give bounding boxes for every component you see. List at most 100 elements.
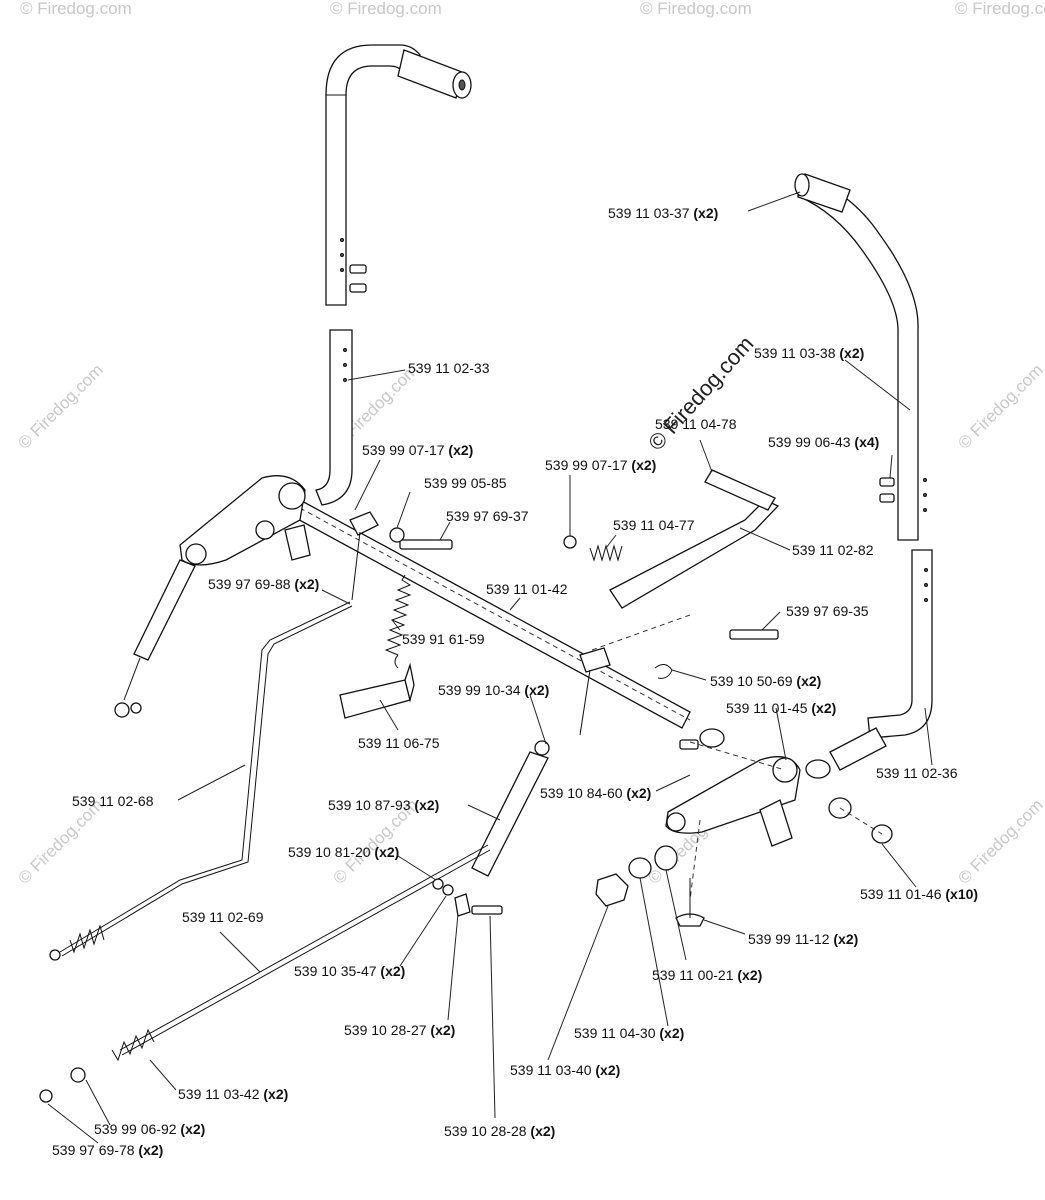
shaft-bushing-2	[805, 759, 831, 779]
watermark-text: © Firedog.com	[20, 0, 132, 18]
shaft-bushing-1	[699, 728, 725, 748]
part-label: 539 97 69-37	[446, 508, 529, 524]
left-damper	[133, 559, 196, 661]
bolt-97-69-35	[729, 629, 779, 640]
rod-11-02-69	[119, 844, 489, 1051]
right-bracket-pivot	[666, 812, 686, 832]
part-label: 539 99 06-43 (x4)	[768, 434, 879, 450]
lever-spring	[589, 544, 623, 562]
right-bracket-bolt	[679, 739, 699, 750]
part-label: 539 91 61-59	[402, 631, 485, 647]
left-lower-tube-holes	[343, 348, 347, 382]
left-bracket-nut	[255, 520, 275, 540]
part-label: 539 11 02-36	[876, 765, 958, 781]
bolt-10-28-28	[471, 905, 503, 915]
left-bracket-hub	[278, 482, 306, 510]
part-label: 539 11 01-46 (x10)	[860, 886, 978, 902]
return-spring	[384, 574, 412, 656]
leader-lines	[47, 191, 933, 1144]
lever-tube	[704, 469, 776, 511]
left-damper-nut	[130, 702, 142, 714]
part-label: 539 11 00-21 (x2)	[652, 967, 762, 983]
rod-11-02-69-shadow	[121, 849, 491, 1056]
part-label: 539 99 07-17 (x2)	[545, 457, 656, 473]
washer-10-81-20	[432, 878, 444, 890]
bolt-97-69-37	[399, 539, 453, 550]
part-label: 539 11 03-42 (x2)	[178, 1086, 288, 1102]
part-label: 539 11 01-45 (x2)	[726, 700, 836, 716]
part-label: 539 10 28-28 (x2)	[444, 1123, 555, 1139]
part-label: 539 11 03-37 (x2)	[608, 205, 718, 221]
part-label: 539 11 04-30 (x2)	[574, 1025, 684, 1041]
part-label: 539 99 11-12 (x2)	[748, 931, 858, 947]
part-label: 539 11 04-78	[655, 416, 737, 432]
right-link-arm	[579, 647, 611, 673]
watermark-text: © Firedog.com	[954, 360, 1045, 452]
reference-line-2	[689, 741, 786, 771]
right-handle-holes	[923, 478, 927, 512]
left-bracket-pivot	[185, 543, 207, 565]
right-handle-bolts	[879, 477, 895, 503]
left-damper-end	[114, 702, 130, 718]
part-label: 539 97 69-88 (x2)	[208, 576, 319, 592]
spring-bracket-flange	[404, 662, 415, 703]
spacer-10-28-27	[454, 893, 471, 917]
left-damper-rod	[123, 657, 141, 701]
part-label: 539 10 84-60 (x2)	[540, 785, 651, 801]
nut-11-03-40	[595, 873, 629, 907]
watermark-center-text: © Firedog.com	[643, 331, 758, 455]
part-label: 539 11 02-69	[182, 909, 264, 925]
part-label: 539 11 02-68	[72, 793, 154, 809]
part-label: 539 99 10-34 (x2)	[438, 682, 549, 698]
reference-line-4	[689, 819, 701, 901]
right-handle-upper	[797, 174, 919, 541]
part-label: 539 99 07-17 (x2)	[362, 442, 473, 458]
part-label: 539 99 05-85	[424, 475, 507, 491]
left-handle-holes	[340, 238, 344, 272]
part-label: 539 99 06-92 (x2)	[94, 1121, 205, 1137]
part-label: 539 11 03-38 (x2)	[754, 345, 864, 361]
part-label: 539 10 87-93 (x2)	[328, 797, 439, 813]
spring-bracket	[339, 679, 411, 719]
return-spring-hook	[394, 654, 399, 669]
watermark-text: © Firedog.com	[954, 795, 1045, 887]
part-label: 539 11 02-82	[792, 542, 874, 558]
part-label: 539 11 01-42	[486, 581, 568, 597]
right-handle-lower-tube	[867, 549, 933, 739]
part-label: 539 97 69-78 (x2)	[52, 1142, 163, 1158]
nut-99-07-17	[563, 535, 577, 549]
clip-10-50-69	[654, 664, 673, 679]
bushing-11-04-30	[628, 857, 652, 879]
part-label: 539 10 35-47 (x2)	[294, 963, 405, 979]
washer-99-06-92	[70, 1067, 86, 1083]
part-label: 539 11 02-33	[408, 360, 490, 376]
part-labels: 539 11 03-37 (x2) 539 11 03-38 (x2) 539 …	[52, 205, 978, 1158]
nut-99-05-85	[389, 527, 405, 543]
rod-11-02-69-spring	[111, 1028, 155, 1062]
watermark-text: © Firedog.com	[955, 0, 1045, 18]
control-lever	[609, 499, 780, 609]
part-label: 539 97 69-35	[786, 603, 869, 619]
left-handle-grip	[397, 49, 463, 99]
right-shaft-sleeve	[829, 727, 887, 771]
left-link-arm	[349, 511, 379, 536]
part-label: 539 10 81-20 (x2)	[288, 844, 399, 860]
left-bracket-lever	[284, 524, 311, 561]
rod-11-02-68-shadow	[61, 605, 353, 957]
shaft-centerline	[299, 507, 691, 721]
nut-97-69-78	[39, 1089, 53, 1103]
left-handle-bolts	[349, 264, 367, 293]
left-link-rod	[351, 531, 361, 601]
right-damper-top	[534, 740, 550, 756]
watermark-text: © Firedog.com	[330, 0, 442, 18]
bushing-11-00-21	[654, 845, 678, 871]
right-lower-tube-holes	[924, 568, 928, 602]
rod-11-02-68-spring	[69, 924, 105, 954]
right-handle-grip-cap	[794, 173, 810, 197]
left-handle-lower-tube	[315, 329, 353, 506]
left-handle-upper	[325, 44, 421, 306]
right-link-rod	[579, 669, 591, 736]
right-damper	[471, 751, 549, 877]
rod-11-02-68	[59, 601, 351, 953]
